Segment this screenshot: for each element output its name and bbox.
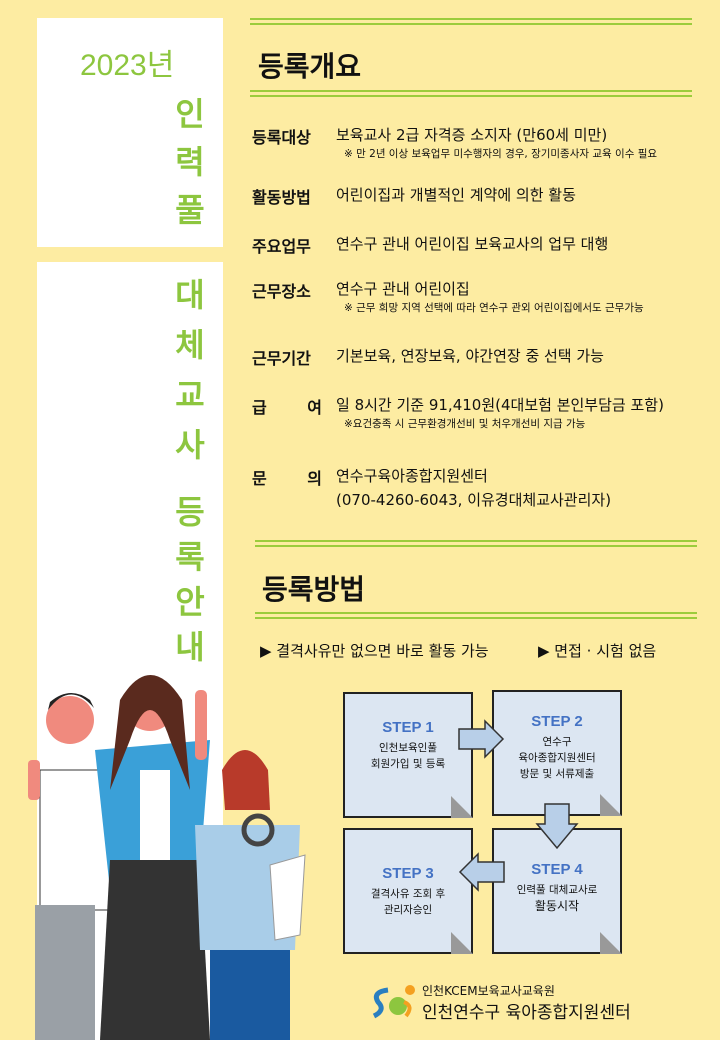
overview-heading: 등록개요 (258, 50, 362, 83)
step-title: STEP 4 (531, 861, 583, 878)
step-title: STEP 1 (382, 719, 434, 736)
contact-phone: (070-4260-6043, 이유경대체교사관리자) (336, 491, 612, 509)
page-fold-icon (600, 932, 622, 954)
title-char: 내 (175, 628, 205, 666)
row-note: ※ 근무 희망 지역 선택에 따라 연수구 관외 어린이집에서도 근무가능 (344, 302, 644, 314)
row-note: ※ 만 2년 이상 보육업무 미수행자의 경우, 장기미종사자 교육 이수 필요 (344, 148, 658, 160)
row-label-b: 의 (307, 469, 322, 488)
title-char: 록 (175, 538, 205, 576)
arrow-right-icon (458, 719, 505, 759)
step-text: 관리자승인 (383, 904, 433, 916)
row-note: ※요건충족 시 근무환경개선비 및 처우개선비 지급 가능 (344, 418, 586, 430)
method-heading: 등록방법 (262, 573, 366, 606)
title-char: 력 (175, 143, 205, 181)
divider (250, 90, 692, 97)
bullet-no-disqualification: ▶ 결격사유만 없으면 바로 활동 가능 (260, 642, 489, 660)
row-value: 보육교사 2급 자격증 소지자 (만60세 미만) (336, 126, 608, 144)
title-char: 인 (175, 95, 205, 133)
year-title: 2023년 (80, 49, 175, 82)
title-char: 교 (175, 376, 205, 414)
step-text: 육아종합지원센터 (518, 752, 596, 764)
row-label-a: 문 (252, 469, 267, 488)
step-text: 방문 및 서류제출 (519, 768, 595, 780)
row-value: 기본보육, 연장보육, 야간연장 중 선택 가능 (336, 347, 604, 365)
row-label: 근무기간 (252, 349, 311, 368)
title-char: 안 (175, 583, 205, 621)
arrow-left-icon (458, 852, 505, 892)
title-char: 사 (175, 426, 205, 464)
row-label: 활동방법 (252, 188, 311, 207)
divider (255, 540, 697, 547)
step-title: STEP 3 (382, 865, 434, 882)
org-name-2: 인천연수구 육아종합지원센터 (422, 1003, 631, 1023)
row-label: 주요업무 (252, 237, 311, 256)
people-illustration (28, 675, 306, 1040)
title-panel (37, 18, 223, 247)
divider (255, 612, 697, 619)
title-char: 등 (175, 493, 205, 531)
step-text: 활동시작 (534, 899, 580, 913)
row-label: 등록대상 (252, 128, 311, 147)
row-label: 근무장소 (252, 282, 311, 301)
row-value: 연수구 관내 어린이집 (336, 280, 470, 298)
row-label-a: 급 (252, 398, 267, 417)
row-value: 연수구 관내 어린이집 보육교사의 업무 대행 (336, 235, 609, 253)
title-char: 체 (175, 326, 205, 364)
step-text: 인력풀 대체교사로 (516, 884, 598, 896)
step-text: 인천보육인풀 (379, 742, 437, 754)
organization-logo-icon (372, 985, 415, 1019)
bullet-no-interview: ▶ 면접 · 시험 없음 (538, 642, 657, 660)
title-char: 풀 (175, 191, 205, 229)
page-fold-icon (451, 796, 473, 818)
row-label-b: 여 (307, 398, 322, 417)
step-text: 회원가입 및 등록 (370, 758, 446, 770)
page-fold-icon (451, 932, 473, 954)
footer-logo: 인천KCEM보육교사교육원 인천연수구 육아종합지원센터 (370, 982, 631, 1026)
org-name-1: 인천KCEM보육교사교육원 (422, 984, 555, 998)
step-title: STEP 2 (531, 713, 583, 730)
row-value: 일 8시간 기준 91,410원(4대보험 본인부담금 포함) (336, 396, 664, 414)
divider (250, 18, 692, 25)
row-value: 연수구육아종합지원센터 (336, 467, 488, 485)
title-char: 대 (175, 276, 205, 314)
step-text: 결격사유 조회 후 (370, 888, 446, 900)
row-value: 어린이집과 개별적인 계약에 의한 활동 (336, 186, 576, 204)
arrow-down-icon (535, 803, 579, 850)
step-text: 연수구 (542, 736, 572, 748)
page-fold-icon (600, 794, 622, 816)
